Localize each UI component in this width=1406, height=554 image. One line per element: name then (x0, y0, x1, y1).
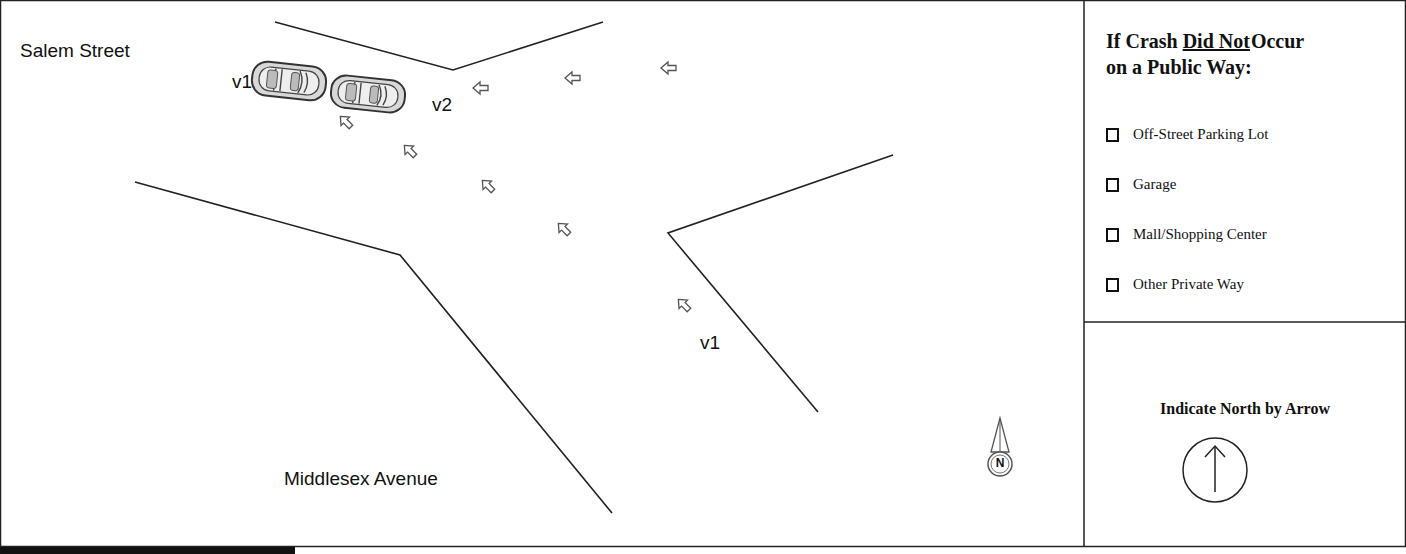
option-text: Off-Street Parking Lot (1133, 126, 1269, 143)
option-text: Other Private Way (1133, 276, 1244, 293)
option-text: Mall/Shopping Center (1133, 226, 1267, 243)
panel-heading: If Crash (1106, 30, 1178, 53)
compass-letter: N (996, 457, 1005, 471)
panel-heading: Did Not (1183, 30, 1250, 53)
panel-heading: Occur (1251, 30, 1304, 53)
panel-heading: on a Public Way: (1106, 56, 1252, 79)
option-text: Garage (1133, 176, 1176, 193)
street-name: Middlesex Avenue (284, 468, 438, 490)
street-name: Salem Street (20, 40, 130, 62)
vehicle-label: v1 (232, 71, 252, 93)
vehicle-label: v1 (700, 332, 720, 354)
panel-heading: Indicate North by Arrow (1160, 400, 1330, 418)
vehicle-label: v2 (432, 94, 452, 116)
